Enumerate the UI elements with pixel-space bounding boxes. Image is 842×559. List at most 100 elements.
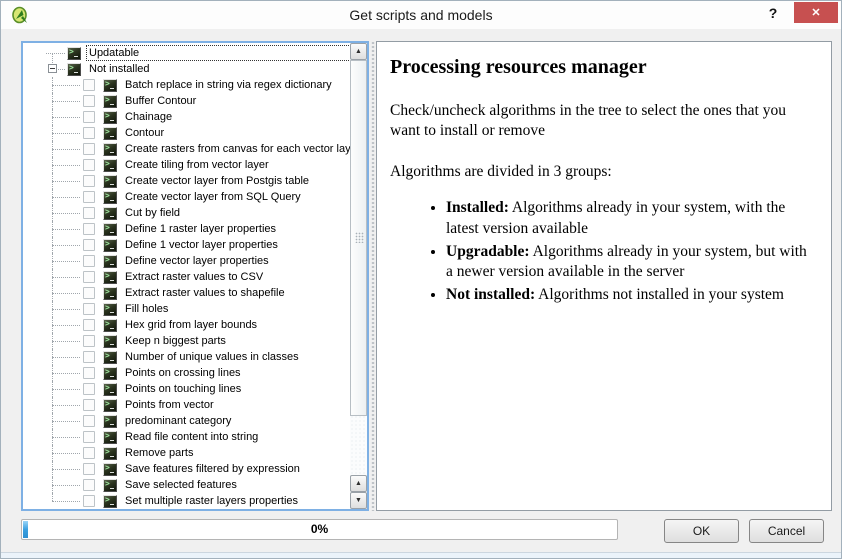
item-checkbox[interactable] [83, 303, 95, 315]
collapse-icon[interactable] [48, 64, 57, 73]
progress-label: 0% [310, 522, 329, 536]
item-checkbox[interactable] [83, 335, 95, 347]
script-icon [103, 494, 117, 508]
item-checkbox[interactable] [83, 383, 95, 395]
script-icon [103, 270, 117, 284]
tree-item-batch-replace-in-string-via-regex-di[interactable]: Batch replace in string via regex dictio… [23, 77, 350, 93]
tree-group-not-installed[interactable]: Not installed [23, 61, 350, 77]
tree-item-label: Create vector layer from Postgis table [125, 175, 310, 187]
item-checkbox[interactable] [83, 127, 95, 139]
panel-splitter[interactable] [370, 41, 376, 511]
info-title: Processing resources manager [390, 56, 647, 78]
item-checkbox[interactable] [83, 319, 95, 331]
tree-item-label: Chainage [125, 111, 173, 123]
tree-item-chainage[interactable]: Chainage [23, 109, 350, 125]
info-groups-intro: Algorithms are divided in 3 groups: [390, 162, 612, 180]
tree-group-label: Updatable [86, 45, 350, 61]
tree-item-label: Save selected features [125, 479, 237, 491]
help-button[interactable]: ? [768, 5, 778, 21]
title-bar[interactable]: Get scripts and models ? ✕ [1, 1, 841, 29]
item-checkbox[interactable] [83, 399, 95, 411]
tree-item-buffer-contour[interactable]: Buffer Contour [23, 93, 350, 109]
item-checkbox[interactable] [83, 175, 95, 187]
scroll-up-icon: ▲ [355, 48, 362, 55]
tree-item-create-tiling-from-vector-layer[interactable]: Create tiling from vector layer [23, 157, 350, 173]
script-icon [103, 302, 117, 316]
tree-scrollbar[interactable]: ▲ ▲ ▼ [350, 43, 367, 509]
scroll-down-button[interactable]: ▼ [350, 492, 367, 509]
tree-item-label: Points on crossing lines [125, 367, 241, 379]
tree-item-points-on-touching-lines[interactable]: Points on touching lines [23, 381, 350, 397]
tree-item-set-multiple-raster-layers-propertie[interactable]: Set multiple raster layers properties [23, 493, 350, 509]
cancel-button[interactable]: Cancel [749, 519, 824, 543]
script-icon [103, 318, 117, 332]
item-checkbox[interactable] [83, 351, 95, 363]
item-checkbox[interactable] [83, 239, 95, 251]
script-icon [103, 222, 117, 236]
tree-item-save-features-filtered-by-expression[interactable]: Save features filtered by expression [23, 461, 350, 477]
tree-item-extract-raster-values-to-csv[interactable]: Extract raster values to CSV [23, 269, 350, 285]
tree-item-define-1-raster-layer-properties[interactable]: Define 1 raster layer properties [23, 221, 350, 237]
tree-item-create-rasters-from-canvas-for-each-[interactable]: Create rasters from canvas for each vect… [23, 141, 350, 157]
item-checkbox[interactable] [83, 223, 95, 235]
tree-item-create-vector-layer-from-postgis-tab[interactable]: Create vector layer from Postgis table [23, 173, 350, 189]
scroll-up-button-bottom[interactable]: ▲ [350, 475, 367, 492]
item-checkbox[interactable] [83, 495, 95, 507]
tree-item-fill-holes[interactable]: Fill holes [23, 301, 350, 317]
tree-item-remove-parts[interactable]: Remove parts [23, 445, 350, 461]
item-checkbox[interactable] [83, 191, 95, 203]
item-checkbox[interactable] [83, 287, 95, 299]
tree-item-points-on-crossing-lines[interactable]: Points on crossing lines [23, 365, 350, 381]
tree-item-predominant-category[interactable]: predominant category [23, 413, 350, 429]
item-checkbox[interactable] [83, 111, 95, 123]
tree-item-cut-by-field[interactable]: Cut by field [23, 205, 350, 221]
item-checkbox[interactable] [83, 79, 95, 91]
tree-item-points-from-vector[interactable]: Points from vector [23, 397, 350, 413]
tree-item-hex-grid-from-layer-bounds[interactable]: Hex grid from layer bounds [23, 317, 350, 333]
tree-item-keep-n-biggest-parts[interactable]: Keep n biggest parts [23, 333, 350, 349]
tree-item-extract-raster-values-to-shapefile[interactable]: Extract raster values to shapefile [23, 285, 350, 301]
tree-item-define-1-vector-layer-properties[interactable]: Define 1 vector layer properties [23, 237, 350, 253]
ok-button[interactable]: OK [664, 519, 739, 543]
item-checkbox[interactable] [83, 207, 95, 219]
scrollbar-thumb[interactable] [350, 60, 367, 416]
tree-item-label: Create tiling from vector layer [125, 159, 269, 171]
script-icon [103, 174, 117, 188]
tree-rows: UpdatableNot installedBatch replace in s… [23, 43, 350, 509]
close-button[interactable]: ✕ [794, 2, 838, 23]
tree-item-label: Buffer Contour [125, 95, 197, 107]
item-checkbox[interactable] [83, 143, 95, 155]
tree-item-label: Points on touching lines [125, 383, 242, 395]
scroll-up-button[interactable]: ▲ [350, 43, 367, 60]
item-checkbox[interactable] [83, 431, 95, 443]
item-checkbox[interactable] [83, 255, 95, 267]
tree-item-label: Create rasters from canvas for each vect… [125, 143, 350, 155]
script-icon [103, 446, 117, 460]
tree-item-label: Remove parts [125, 447, 194, 459]
item-checkbox[interactable] [83, 463, 95, 475]
script-icon [103, 414, 117, 428]
item-checkbox[interactable] [83, 415, 95, 427]
item-checkbox[interactable] [83, 159, 95, 171]
tree-item-define-vector-layer-properties[interactable]: Define vector layer properties [23, 253, 350, 269]
tree-item-read-file-content-into-string[interactable]: Read file content into string [23, 429, 350, 445]
item-checkbox[interactable] [83, 95, 95, 107]
close-icon: ✕ [811, 7, 821, 19]
script-icon [103, 142, 117, 156]
tree-item-contour[interactable]: Contour [23, 125, 350, 141]
qgis-logo-icon [12, 6, 27, 24]
script-icon [103, 398, 117, 412]
item-checkbox[interactable] [83, 271, 95, 283]
tree-group-updatable[interactable]: Updatable [23, 45, 350, 63]
progress-bar: 0% [21, 519, 618, 540]
scroll-down-icon: ▼ [355, 497, 362, 504]
tree-item-label: Extract raster values to shapefile [125, 287, 285, 299]
item-checkbox[interactable] [83, 479, 95, 491]
info-intro: Check/uncheck algorithms in the tree to … [390, 102, 786, 140]
item-checkbox[interactable] [83, 447, 95, 459]
tree-item-save-selected-features[interactable]: Save selected features [23, 477, 350, 493]
tree-item-number-of-unique-values-in-classes[interactable]: Number of unique values in classes [23, 349, 350, 365]
tree-item-create-vector-layer-from-sql-query[interactable]: Create vector layer from SQL Query [23, 189, 350, 205]
item-checkbox[interactable] [83, 367, 95, 379]
